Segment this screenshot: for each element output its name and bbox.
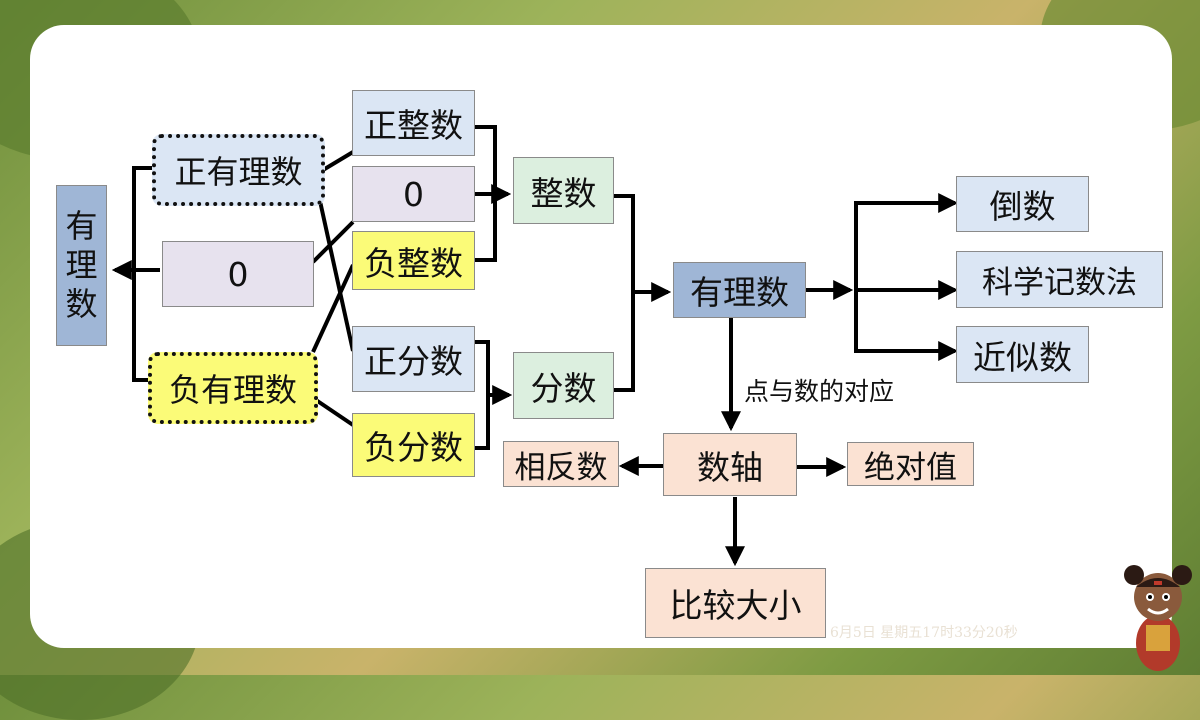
mascot-character-icon <box>1124 565 1192 671</box>
approximate-number-box: 近似数 <box>956 326 1089 383</box>
zero-left-box: 0 <box>162 241 314 307</box>
compare-size-box: 比较大小 <box>645 568 826 638</box>
positive-rational-box: 正有理数 <box>152 134 325 206</box>
scientific-notation-box: 科学记数法 <box>956 251 1163 308</box>
opposite-numbers-box: 相反数 <box>503 441 619 487</box>
reciprocal-box: 倒数 <box>956 176 1089 232</box>
central-rational-box: 有理数 <box>673 262 806 318</box>
timestamp-watermark: 6月5日 星期五17时33分20秒 <box>830 625 1018 641</box>
positive-integer-box: 正整数 <box>352 90 475 156</box>
positive-fraction-box: 正分数 <box>352 326 475 392</box>
number-line-box: 数轴 <box>663 433 797 496</box>
integers-box: 整数 <box>513 157 614 224</box>
negative-fraction-box: 负分数 <box>352 413 475 477</box>
fractions-box: 分数 <box>513 352 614 419</box>
zero-middle-box: 0 <box>352 166 475 222</box>
negative-integer-box: 负整数 <box>352 231 475 290</box>
negative-rational-box: 负有理数 <box>148 352 318 424</box>
point-number-correspondence-label: 点与数的对应 <box>744 377 895 406</box>
absolute-value-box: 绝对值 <box>847 442 974 486</box>
root-rational-box: 有理数 <box>56 185 107 346</box>
